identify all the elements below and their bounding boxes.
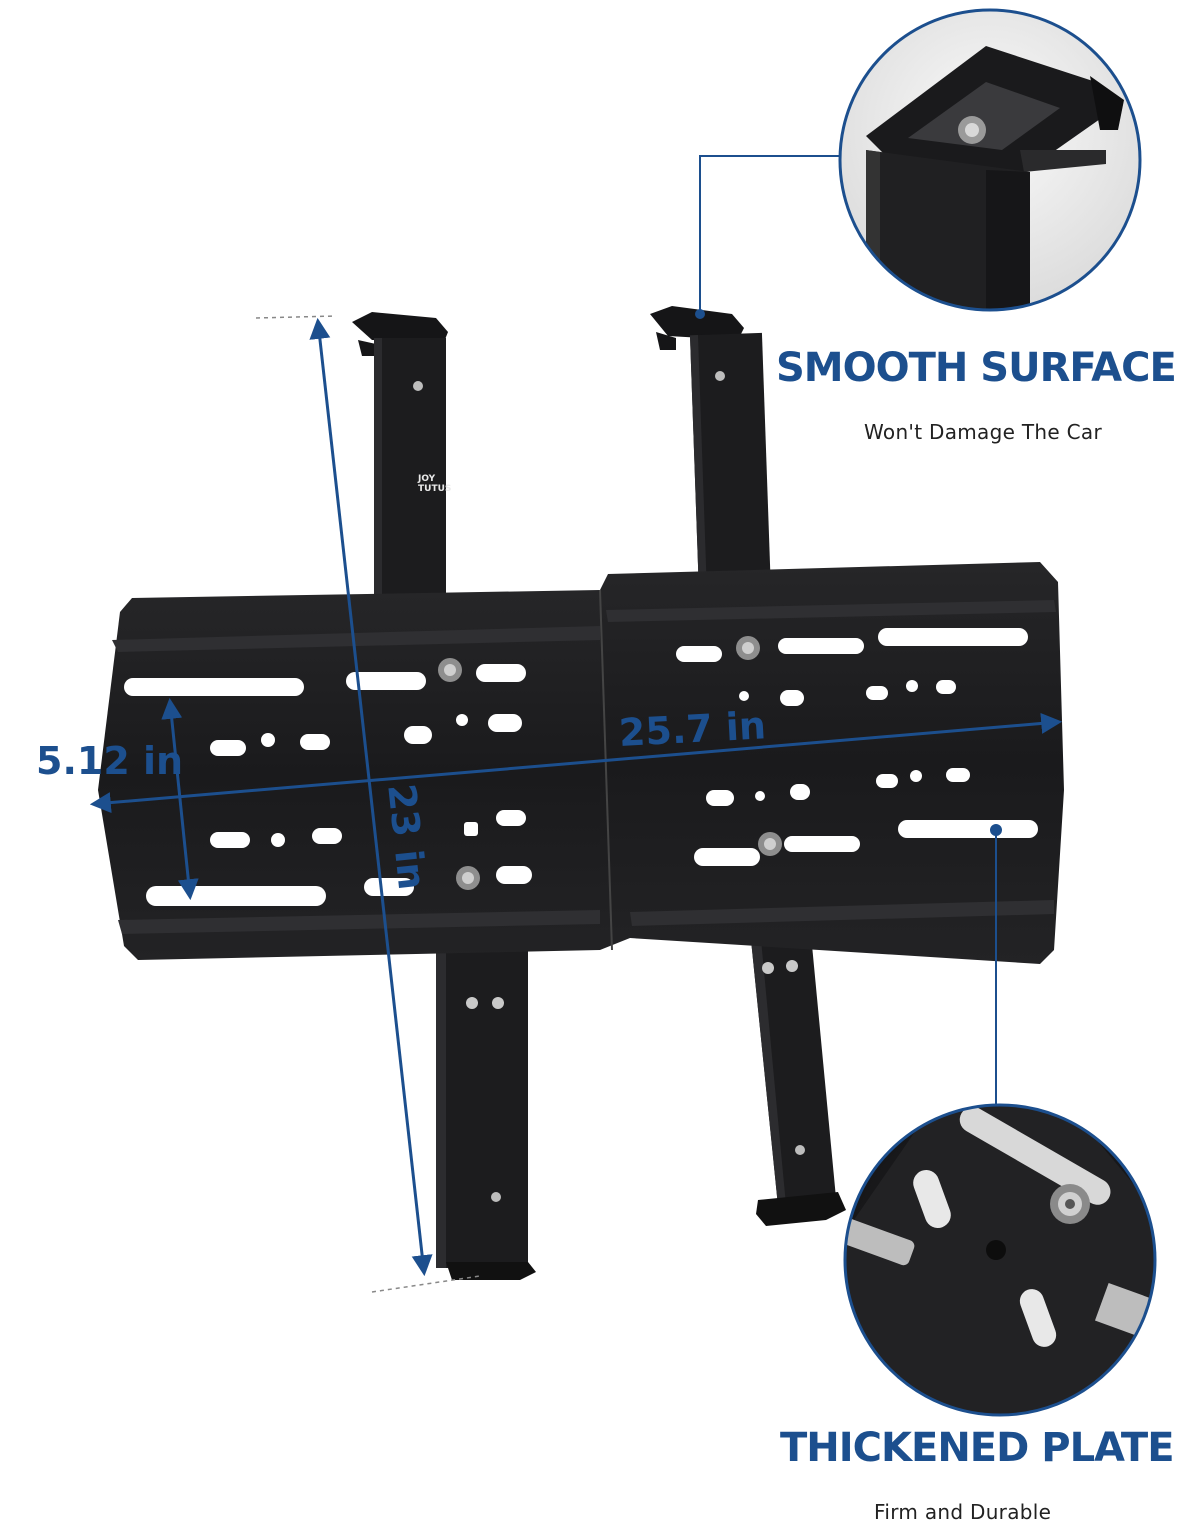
smooth-surface-connector [699,155,840,314]
height-label: 23 in [379,781,435,892]
thickened-plate-title: THICKENED PLATE [780,1425,1175,1471]
upper-right-arm [650,306,771,584]
thickened-plate-zoom [843,1103,1157,1417]
smooth-surface-subtitle: Won't Damage The Car [864,420,1102,444]
brand-logo-line1: JOY [418,474,436,484]
upper-left-arm [352,312,448,594]
width-label: 25.7 in [617,703,768,755]
plate-height-dimension-line [161,697,199,901]
thickened-plate-subtitle: Firm and Durable [874,1500,1052,1524]
plate-height-label: 5.12 in [36,739,184,783]
smooth-surface-zoom [838,8,1142,312]
lower-right-arm [750,924,846,1226]
smooth-surface-title: SMOOTH SURFACE [776,345,1177,391]
brand-logo: JOY TUTUS [404,474,464,494]
brand-logo-line2: TUTUS [418,484,452,494]
lower-left-arm [436,950,536,1280]
dimension-lines [89,317,1063,1277]
width-dimension-line [89,712,1063,814]
